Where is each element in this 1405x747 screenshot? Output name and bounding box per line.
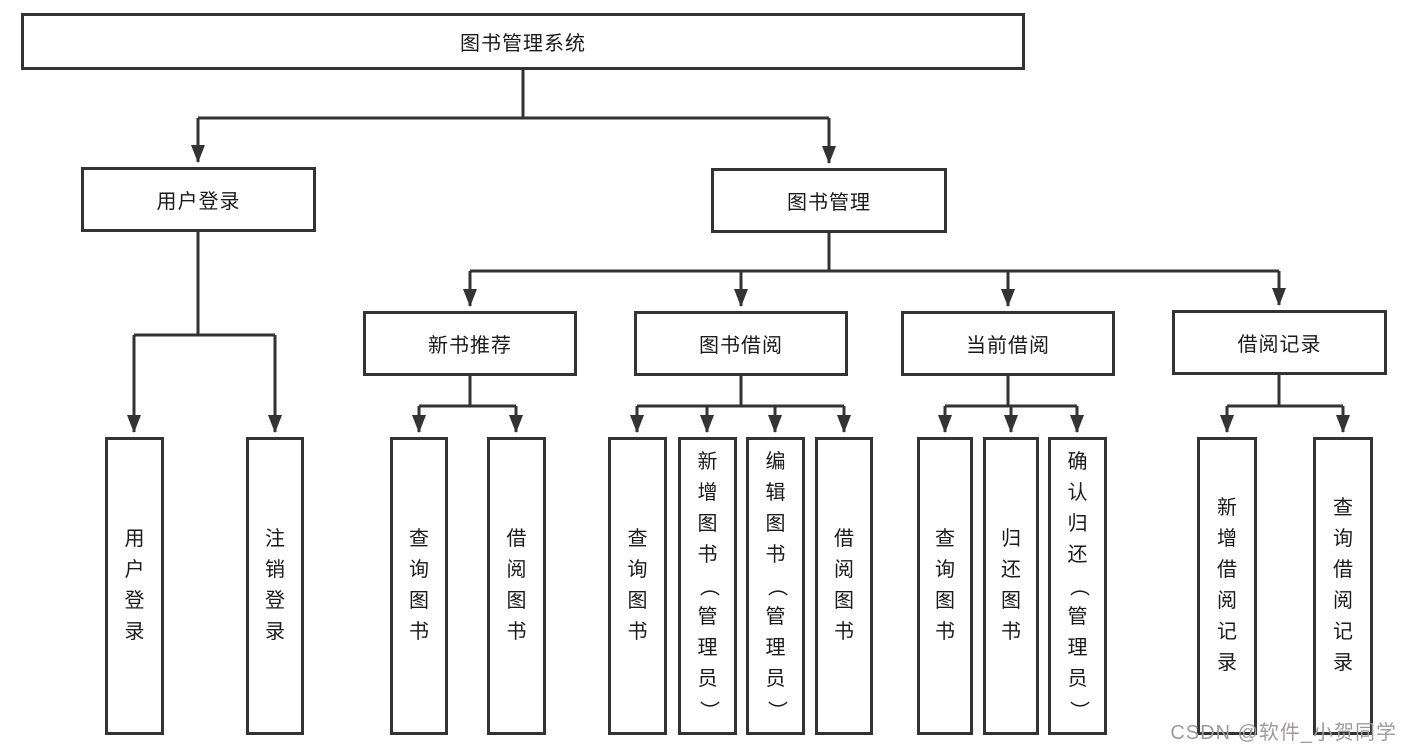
vertical-char: ） (765, 700, 787, 720)
vertical-char: 书 (409, 621, 429, 643)
vertical-char: 询 (627, 559, 648, 581)
vertical-char: 查 (935, 528, 955, 550)
leaf-return-books: 归还图书 (983, 437, 1039, 735)
vertical-char: 询 (409, 559, 429, 581)
vertical-char: 新 (1217, 497, 1237, 519)
vertical-char: 管 (1067, 605, 1088, 628)
vertical-char: 图 (409, 590, 429, 612)
vertical-char: 员 (697, 667, 718, 690)
vertical-char: 编 (765, 450, 786, 473)
vertical-char: 记 (1333, 621, 1353, 643)
vertical-char: 录 (1217, 652, 1237, 674)
vertical-char: 书 (834, 621, 854, 643)
vertical-char: 录 (1333, 652, 1353, 674)
vertical-char: 图 (935, 590, 955, 612)
vertical-char: ） (1067, 700, 1089, 720)
node-current-borrow: 当前借阅 (901, 311, 1115, 376)
vertical-char: 借 (506, 528, 527, 550)
leaf-confirm-return-admin: 确认归还 （ 管理员 ） (1048, 437, 1107, 735)
vertical-char: 还 (1001, 559, 1021, 581)
vertical-char: 管 (697, 605, 718, 628)
vertical-char: 确 (1067, 450, 1088, 473)
vertical-char: 图 (1001, 590, 1021, 612)
vertical-char: 书 (697, 543, 718, 566)
vertical-char: 登 (265, 590, 285, 612)
vertical-char: 归 (1067, 512, 1088, 535)
node-root-library-system: 图书管理系统 (21, 13, 1025, 70)
vertical-char: 还 (1067, 543, 1088, 566)
connector-trunks (134, 70, 1343, 408)
vertical-char: 录 (265, 621, 285, 643)
vertical-char: 归 (1001, 528, 1021, 550)
leaf-user-login: 用户登录 (105, 437, 164, 735)
vertical-char: 用 (124, 528, 145, 550)
vertical-char: 查 (1333, 497, 1353, 519)
leaf-query-borrow-record: 查询借阅记录 (1313, 437, 1373, 735)
vertical-char: 认 (1067, 481, 1088, 504)
vertical-char: （ (697, 576, 719, 596)
leaf-query-books-newbook: 查询图书 (390, 437, 448, 735)
leaf-borrow-books: 借阅图书 (815, 437, 873, 735)
vertical-char: 理 (1067, 636, 1088, 659)
vertical-char: 辑 (765, 481, 786, 504)
vertical-char: 图 (627, 590, 648, 612)
vertical-char: 图 (697, 512, 718, 535)
vertical-char: （ (1067, 576, 1089, 596)
vertical-char: 理 (697, 636, 718, 659)
vertical-char: 借 (834, 528, 854, 550)
node-borrow-records: 借阅记录 (1172, 310, 1387, 375)
node-book-management: 图书管理 (711, 168, 947, 233)
vertical-char: 借 (1217, 559, 1237, 581)
vertical-char: 图 (765, 512, 786, 535)
vertical-char: 录 (124, 621, 145, 643)
vertical-char: 记 (1217, 621, 1237, 643)
vertical-char: ） (697, 700, 719, 720)
node-new-book-recommend: 新书推荐 (363, 311, 577, 376)
vertical-char: 书 (627, 621, 648, 643)
watermark: CSDN @软件_小贺同学 (1170, 722, 1397, 744)
vertical-char: 员 (1067, 667, 1088, 690)
leaf-add-borrow-record: 新增借阅记录 (1197, 437, 1257, 735)
vertical-char: 员 (765, 667, 786, 690)
vertical-char: 阅 (1217, 590, 1237, 612)
vertical-char: 书 (765, 543, 786, 566)
vertical-char: 书 (935, 621, 955, 643)
vertical-char: 户 (124, 559, 145, 581)
leaf-edit-books-admin: 编辑图书 （ 管理员 ） (746, 437, 805, 735)
vertical-char: 阅 (506, 559, 527, 581)
node-book-borrow: 图书借阅 (634, 311, 848, 376)
vertical-char: 图 (506, 590, 527, 612)
node-user-login: 用户登录 (81, 167, 316, 232)
vertical-char: 查 (627, 528, 648, 550)
vertical-char: 增 (697, 481, 718, 504)
leaf-logout: 注销登录 (246, 437, 304, 735)
vertical-char: 借 (1333, 559, 1353, 581)
vertical-char: 登 (124, 590, 145, 612)
vertical-char: （ (765, 576, 787, 596)
vertical-char: 销 (265, 559, 285, 581)
leaf-borrow-books-newbook: 借阅图书 (487, 437, 546, 735)
vertical-char: 书 (1001, 621, 1021, 643)
vertical-char: 询 (935, 559, 955, 581)
vertical-char: 询 (1333, 528, 1353, 550)
vertical-char: 增 (1217, 528, 1237, 550)
leaf-add-books-admin: 新增图书 （ 管理员 ） (678, 437, 737, 735)
vertical-char: 查 (409, 528, 429, 550)
vertical-char: 注 (265, 528, 285, 550)
vertical-char: 阅 (1333, 590, 1353, 612)
vertical-char: 新 (697, 450, 718, 473)
vertical-char: 图 (834, 590, 854, 612)
vertical-char: 书 (506, 621, 527, 643)
leaf-query-books-current: 查询图书 (917, 437, 973, 735)
vertical-char: 管 (765, 605, 786, 628)
leaf-query-books-borrow: 查询图书 (608, 437, 667, 735)
vertical-char: 阅 (834, 559, 854, 581)
vertical-char: 理 (765, 636, 786, 659)
